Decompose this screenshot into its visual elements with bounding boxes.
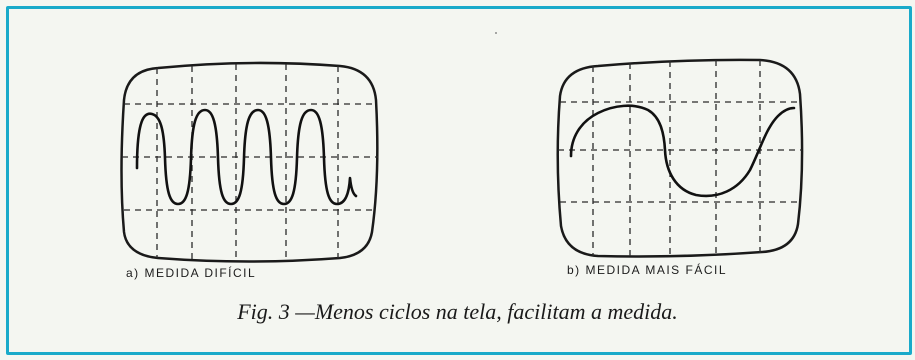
figure-border (6, 6, 912, 355)
waveform-trace-a (135, 108, 358, 206)
scope-screen-b (556, 58, 804, 258)
panel-label-a: a) MEDIDA DIFÍCIL (126, 266, 257, 280)
scope-grid-b (558, 60, 802, 258)
scope-screen-outline-b (556, 58, 804, 258)
scope-grid-a (122, 64, 378, 262)
panel-label-b: b) MEDIDA MAIS FÁCIL (567, 263, 728, 277)
print-speck (495, 32, 497, 34)
waveform-trace-b (569, 104, 796, 198)
scope-screen-a (120, 61, 379, 263)
figure-caption: Fig. 3 —Menos ciclos na tela, facilitam … (237, 299, 678, 324)
scope-screen-outline-a (120, 61, 379, 263)
